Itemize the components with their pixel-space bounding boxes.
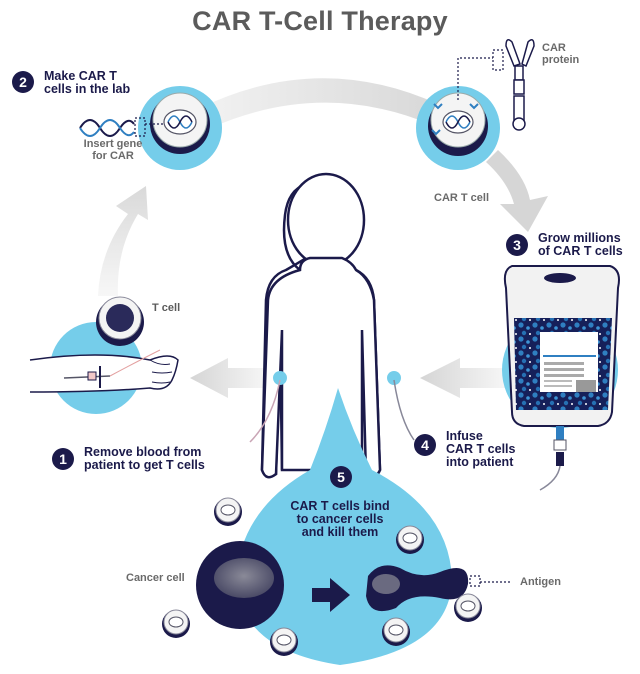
- cancer-cell-label: Cancer cell: [126, 572, 185, 584]
- step-4-label: Infuse CAR T cells into patient: [446, 429, 516, 469]
- arc-arrow-top: [200, 78, 440, 130]
- car-t-cell-label: CAR T cell: [434, 192, 490, 204]
- car-t-cell: [428, 92, 488, 156]
- cancer-cell: [196, 541, 284, 629]
- patient-body-outline: [260, 172, 382, 479]
- step-1-badge: 1: [52, 448, 74, 470]
- car-protein-icon: [457, 39, 535, 131]
- antigen-callout: [469, 575, 512, 587]
- iv-site-left-icon: [273, 371, 287, 385]
- step-4-badge: 4: [414, 434, 436, 456]
- step-2-badge: 2: [12, 71, 34, 93]
- arrow-to-body: [420, 358, 508, 398]
- small-car-t-cells: [162, 497, 482, 656]
- step-2-label: Make CAR T cells in the lab: [44, 69, 131, 96]
- arc-arrow-left-up: [98, 186, 148, 296]
- arrow-right-icon: [312, 578, 350, 612]
- step-3-badge: 3: [506, 234, 528, 256]
- t-cell: [96, 296, 144, 346]
- antigen-label: Antigen: [520, 576, 561, 588]
- diagram-title: CAR T-Cell Therapy: [192, 6, 448, 36]
- dna-helix-icon: [79, 117, 165, 137]
- step-3-label: Grow millions of CAR T cells: [538, 231, 623, 258]
- dying-cancer-cell: [366, 565, 469, 612]
- step-5-badge: 5: [330, 466, 352, 488]
- arc-arrow-right: [486, 150, 548, 232]
- step2-cell: [150, 92, 210, 154]
- iv-bag: [503, 265, 620, 491]
- iv-site-right-icon: [387, 371, 401, 385]
- insert-gene-label: Insert gene for CAR: [83, 138, 143, 162]
- arm-with-iv: [29, 349, 179, 393]
- t-cell-label: T cell: [152, 302, 181, 314]
- step-5-label: CAR T cells bind to cancer cells and kil…: [290, 499, 390, 539]
- car-protein-label: CAR protein: [542, 42, 580, 66]
- arrow-to-step1: [190, 358, 268, 398]
- step-1-label: Remove blood from patient to get T cells: [84, 445, 205, 472]
